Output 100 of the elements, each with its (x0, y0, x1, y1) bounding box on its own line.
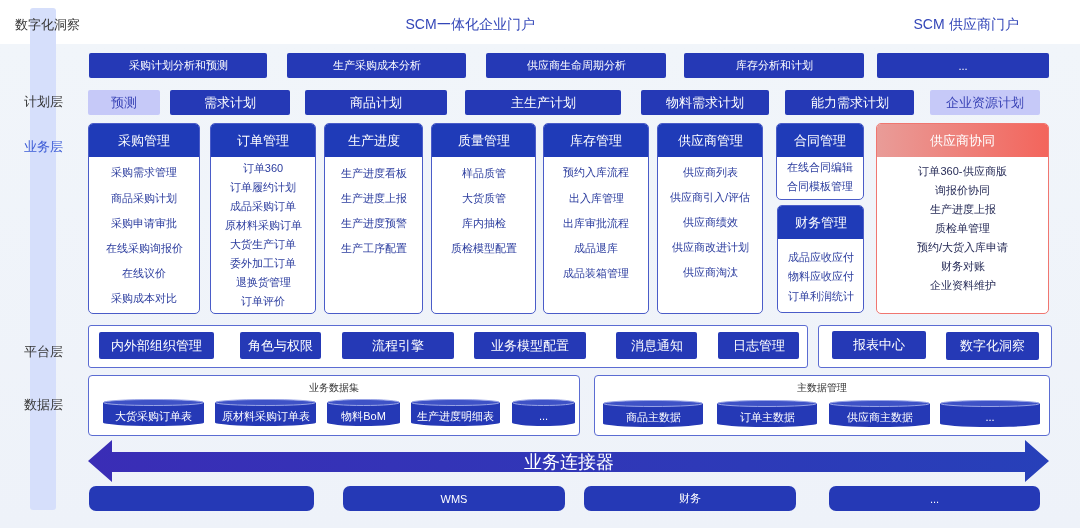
feature-label: 原材料采购订单 (224, 217, 302, 233)
feature-label: 质检模型配置 (450, 240, 517, 256)
service-tile: 数字化洞察 (946, 332, 1039, 360)
feature-label: 询报价协同 (935, 182, 990, 198)
feature-label: 财务对账 (940, 258, 985, 274)
card-header: 质量管理 (432, 124, 535, 157)
data-panel (594, 375, 1050, 436)
module-card (431, 123, 536, 314)
service-tile: 消息通知 (616, 332, 697, 359)
system-bar: ... (829, 486, 1040, 511)
feature-label: 物料应收应付 (787, 269, 854, 284)
service-tile: 流程引擎 (342, 332, 454, 359)
database-cylinder: 大货采购订单表 (103, 399, 204, 426)
feature-label: 供应商列表 (682, 164, 738, 180)
feature-label: 订单360 (242, 160, 284, 176)
service-tile: 角色与权限 (240, 332, 321, 359)
feature-label: 大货生产订单 (230, 236, 296, 252)
feature-label: 在线采购询报价 (105, 241, 183, 257)
feature-label: 企业资料维护 (929, 277, 996, 293)
feature-label: 委外加工订单 (230, 255, 296, 271)
module-card (657, 123, 763, 314)
feature-label: 采购需求管理 (111, 165, 177, 181)
feature-label: 供应商改进计划 (671, 239, 749, 255)
analysis-tile: 库存分析和计划 (684, 53, 864, 78)
feature-label: 在线议价 (122, 266, 166, 282)
plan-tile: 需求计划 (170, 90, 290, 115)
feature-label: 成品退库 (574, 241, 618, 257)
panel-title: 主数据管理 (797, 381, 847, 395)
plan-tile: 商品计划 (305, 90, 447, 115)
feature-label: 质检单管理 (935, 220, 990, 236)
database-cylinder: 供应商主数据 (829, 400, 930, 427)
layer-label: 业务层 (23, 138, 63, 156)
feature-label: 退换货管理 (235, 274, 291, 290)
plan-tile: 预测 (88, 90, 160, 115)
database-cylinder: ... (940, 400, 1040, 427)
card-header: 合同管理 (777, 124, 863, 157)
module-card (324, 123, 423, 314)
analysis-tile: 供应商生命周期分析 (486, 53, 666, 78)
module-card (876, 123, 1049, 314)
feature-label: 供应商引入/评估 (669, 189, 751, 205)
feature-label: 预约/大货入库申请 (916, 239, 1009, 255)
feature-label: 出库审批流程 (563, 215, 629, 231)
feature-label: 订单利润统计 (787, 288, 854, 304)
analysis-tile: 生产采购成本分析 (287, 53, 466, 78)
card-header: 财务管理 (778, 206, 863, 239)
feature-label: 生产进度上报 (929, 201, 996, 217)
feature-label: 库内抽检 (461, 215, 506, 231)
card-header: 生产进度 (325, 124, 422, 157)
feature-label: 成品装箱管理 (563, 266, 629, 282)
module-card (776, 123, 864, 200)
analysis-tile: 采购计划分析和预测 (89, 53, 267, 78)
feature-label: 在线合同编辑 (787, 159, 853, 175)
data-panel (88, 375, 580, 436)
database-cylinder: 原材料采购订单表 (215, 399, 316, 426)
feature-label: 生产进度看板 (340, 165, 407, 181)
card-header: 采购管理 (89, 124, 199, 157)
system-bar: 财务 (584, 486, 796, 511)
platform-panel (88, 325, 808, 368)
platform-panel (818, 325, 1052, 368)
database-cylinder: 物料BoM (327, 399, 400, 426)
database-cylinder: 商品主数据 (603, 400, 703, 427)
card-header: 库存管理 (544, 124, 648, 157)
feature-label: 预约入库流程 (563, 165, 629, 181)
service-tile: 报表中心 (832, 331, 926, 359)
layer-label: 数据层 (23, 396, 63, 414)
feature-label: 出入库管理 (568, 190, 624, 206)
feature-label: 商品采购计划 (111, 190, 177, 206)
plan-tile: 物料需求计划 (641, 90, 769, 115)
feature-label: 采购申请审批 (111, 215, 177, 231)
layer-label: 计划层 (23, 93, 63, 111)
system-bar (89, 486, 314, 511)
feature-label: 供应商绩效 (682, 214, 738, 230)
portal-heading: SCM一体化企业门户 (405, 16, 535, 34)
layer-label: 平台层 (23, 343, 63, 361)
connector-arrow: 业务连接器 (88, 440, 1049, 482)
service-tile: 日志管理 (718, 332, 799, 359)
module-card (210, 123, 316, 314)
plan-tile: 主生产计划 (465, 90, 621, 115)
service-tile: 业务模型配置 (474, 332, 586, 359)
card-header: 订单管理 (211, 124, 315, 157)
card-header: 供应商协同 (877, 124, 1048, 157)
system-bar: WMS (343, 486, 565, 511)
feature-label: 生产进度预警 (340, 215, 407, 231)
database-cylinder: ... (512, 399, 575, 426)
feature-label: 采购成本对比 (111, 291, 177, 307)
panel-title: 业务数据集 (309, 381, 359, 395)
feature-label: 生产进度上报 (340, 190, 407, 206)
feature-label: 合同模板管理 (787, 178, 853, 194)
database-cylinder: 生产进度明细表 (411, 399, 500, 426)
feature-label: 订单360-供应商版 (918, 163, 1007, 179)
feature-label: 成品采购订单 (230, 198, 296, 214)
feature-label: 订单履约计划 (230, 179, 296, 195)
feature-label: 成品应收应付 (787, 249, 854, 265)
module-card (88, 123, 200, 314)
feature-label: 生产工序配置 (340, 240, 407, 256)
feature-label: 大货质管 (461, 190, 506, 206)
portal-heading: SCM 供应商门户 (913, 16, 1019, 34)
feature-label: 供应商淘汰 (682, 264, 738, 280)
plan-tile: 能力需求计划 (785, 90, 914, 115)
analysis-tile: ... (877, 53, 1049, 78)
